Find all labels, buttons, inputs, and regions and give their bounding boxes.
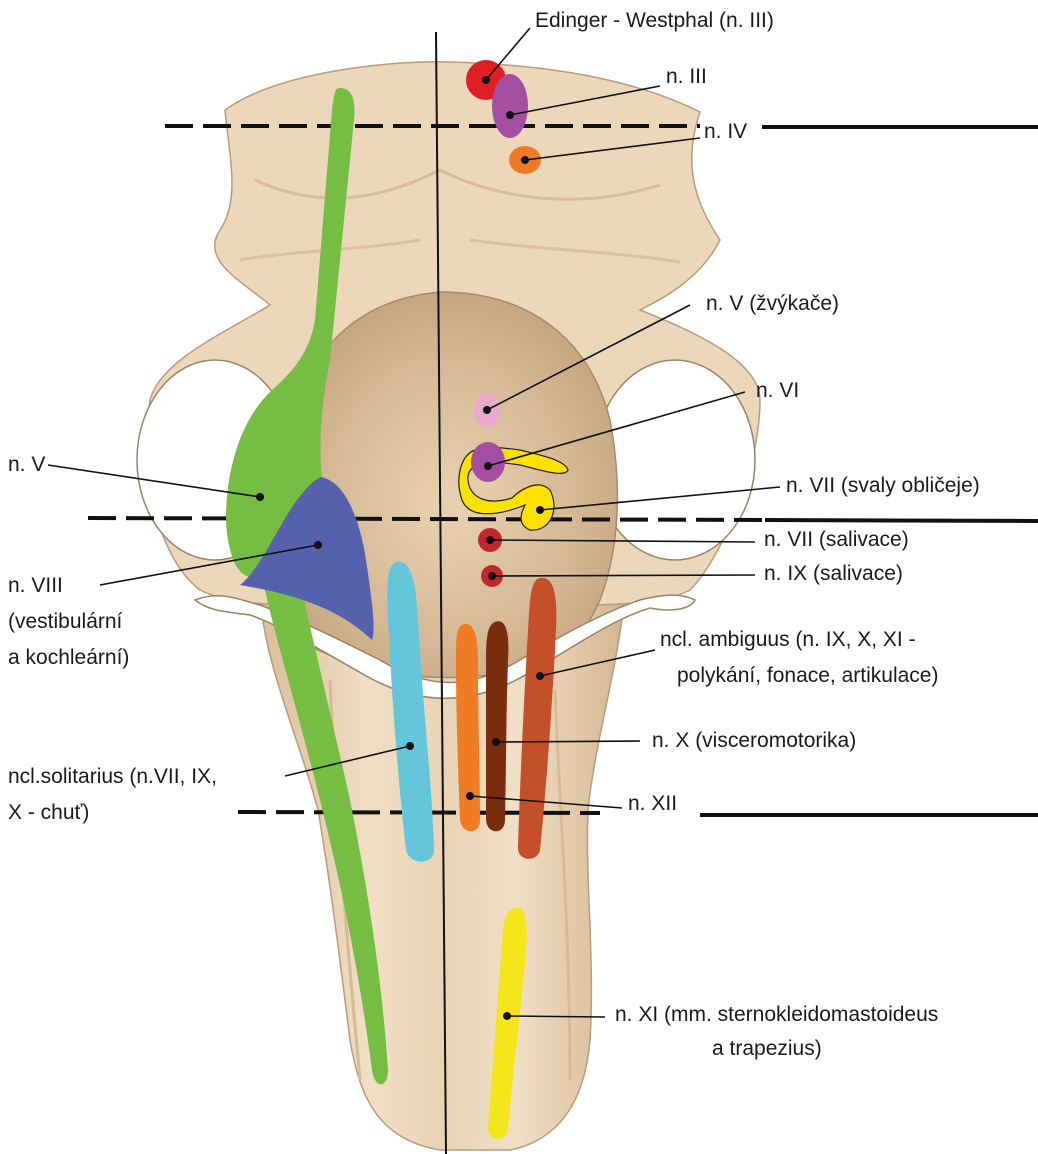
- label-n10: n. X (visceromotorika): [652, 729, 856, 752]
- label-ambiguus-line2: polykání, fonace, artikulace): [677, 664, 938, 687]
- label-n5: n. V: [8, 453, 45, 476]
- vagus-dorsal-nucleus: [486, 621, 508, 831]
- label-n11-line1: n. XI (mm. sternokleidomastoideus: [615, 1003, 938, 1026]
- label-n7-face: n. VII (svaly obličeje): [786, 474, 980, 497]
- label-n8-line1: n. VIII: [8, 574, 63, 597]
- label-n9-saliv: n. IX (salivace): [764, 562, 903, 585]
- brainstem-anatomy: [137, 62, 760, 1150]
- label-n4: n. IV: [704, 120, 747, 143]
- oculomotor-nucleus: [492, 74, 528, 138]
- label-solitarius-line2: X - chuť): [8, 801, 89, 824]
- label-n3: n. III: [666, 65, 707, 88]
- label-n8-line3: a kochleární): [8, 646, 129, 669]
- label-n7-saliv: n. VII (salivace): [764, 528, 909, 551]
- label-n6: n. VI: [756, 379, 799, 402]
- label-n5-motor: n. V (žvýkače): [706, 292, 839, 315]
- section-line-2-solid: [765, 520, 1038, 521]
- label-n8-line2: (vestibulární: [8, 610, 123, 633]
- label-edinger-westphal: Edinger - Westphal (n. III): [535, 9, 774, 32]
- hypoglossal-nucleus: [456, 624, 480, 831]
- right-peduncle: [595, 360, 755, 560]
- label-n12: n. XII: [628, 792, 677, 815]
- label-n11-line2: a trapezius): [712, 1037, 822, 1060]
- label-ambiguus-line1: ncl. ambiguus (n. IX, X, XI -: [660, 628, 916, 651]
- label-solitarius-line1: ncl.solitarius (n.VII, IX,: [8, 765, 217, 788]
